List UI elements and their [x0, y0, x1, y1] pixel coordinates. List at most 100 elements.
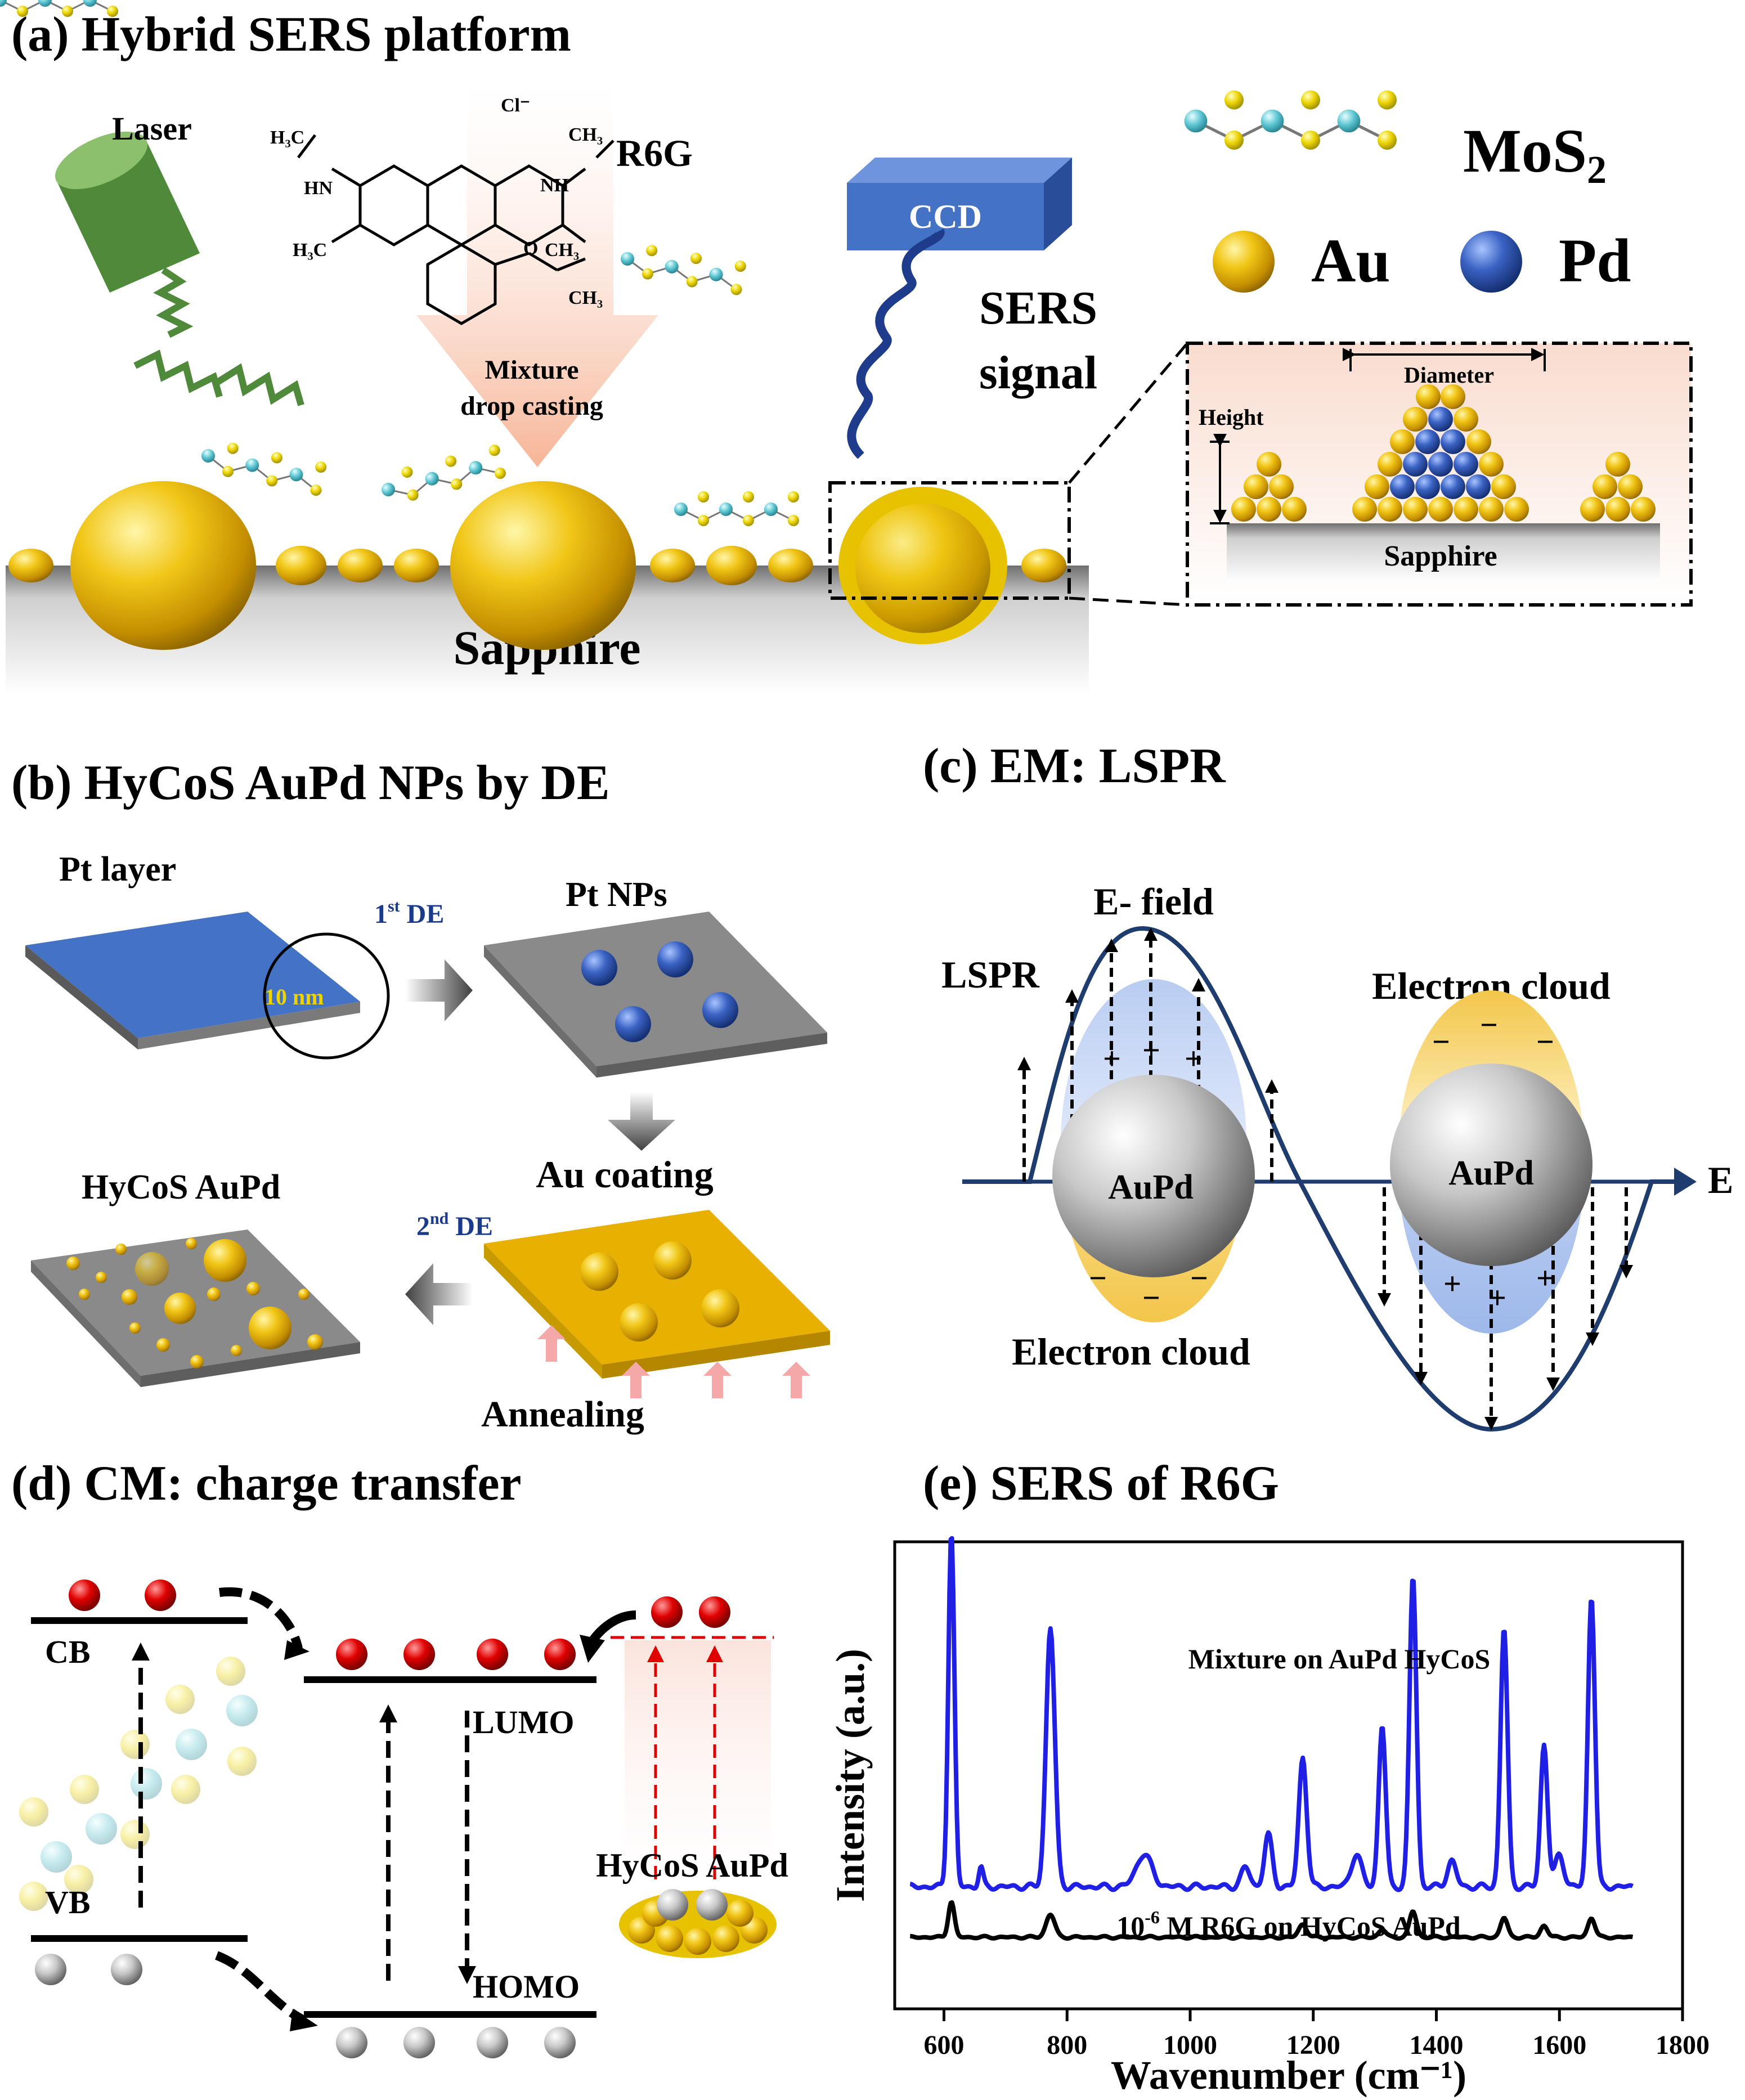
- series-group: [909, 1536, 1634, 1941]
- aupd-particle: [1052, 1075, 1255, 1277]
- svg-text:−: −: [1432, 1025, 1450, 1060]
- x-tick-label: 1600: [1532, 2030, 1586, 2060]
- series-line-1: [909, 1900, 1634, 1941]
- panel-e-title: (e) SERS of R6G: [923, 1456, 1279, 1511]
- sers-signal-wave-icon: [847, 228, 945, 459]
- panel-c: (c) EM: LSPR E- field LSPR Electron clou…: [923, 739, 1733, 1432]
- hole-icon: [544, 2027, 576, 2058]
- cb-label: CB: [45, 1634, 91, 1670]
- e-axis-arrowhead: [1674, 1168, 1697, 1196]
- mos2-chain-icon: [673, 490, 800, 527]
- electron-icon: [336, 1639, 367, 1670]
- second-de-label: 2nd DE: [416, 1209, 493, 1241]
- legend-mos2-label: MoS2: [1463, 116, 1607, 192]
- arrow-left-icon: [405, 1263, 473, 1325]
- transfer-arrowhead: [580, 1635, 605, 1663]
- mixture-label-line2: drop casting: [460, 391, 603, 421]
- r6g-molecule-icon: [297, 134, 614, 325]
- svg-text:+: +: [1185, 1042, 1203, 1076]
- panel-b-title: (b) HyCoS AuPd NPs by DE: [11, 756, 610, 810]
- laser-wave-icon: [153, 267, 194, 338]
- panel-c-title: (c) EM: LSPR: [923, 739, 1226, 793]
- vb-label: VB: [45, 1884, 91, 1920]
- arrow-down-icon: [608, 1092, 675, 1151]
- charge-signs: +++ −−− −−− +++: [1089, 1008, 1554, 1316]
- annealing-label: Annealing: [481, 1394, 644, 1435]
- svg-text:−: −: [1190, 1261, 1208, 1296]
- efield-label: E- field: [1093, 880, 1214, 923]
- laser-wave-icon-3: [214, 363, 304, 406]
- zoom-line: [1068, 342, 1188, 484]
- hole-icon: [336, 2027, 367, 2058]
- x-tick-label: 1000: [1163, 2030, 1217, 2060]
- r6g-atom-label: Cl⁻: [501, 95, 530, 116]
- legend-au-icon: [1213, 231, 1275, 293]
- transfer-arrow: [215, 1951, 306, 2025]
- mos2-legend-icon: [1185, 91, 1397, 150]
- laser-label: Laser: [112, 110, 192, 147]
- legend-au-label: Au: [1311, 226, 1390, 295]
- electron-icon: [651, 1596, 683, 1628]
- pt-layer-label: Pt layer: [59, 850, 176, 889]
- r6g-atom-label: H₃C: [270, 127, 304, 148]
- panel-b: (b) HyCoS AuPd NPs by DE Pt layer 10 nm …: [11, 756, 830, 1435]
- svg-text:+: +: [1142, 1033, 1160, 1068]
- mos2-chain-icon: [0, 0, 118, 17]
- svg-text:+: +: [1443, 1267, 1461, 1302]
- legend-pd-icon: [1460, 231, 1522, 293]
- svg-text:−: −: [1536, 1025, 1554, 1060]
- hycos-label: HyCoS AuPd: [82, 1168, 280, 1206]
- hole-icon: [111, 1954, 142, 1985]
- transfer-arrow: [219, 1587, 303, 1650]
- panel-d: (d) CM: charge transfer CB VB LUMO HOMO: [11, 1456, 788, 2058]
- laser-icon: [55, 131, 200, 293]
- electron-icon: [403, 1639, 435, 1670]
- lumo-label: LUMO: [473, 1704, 574, 1740]
- electron-icon: [544, 1639, 576, 1670]
- inset-height-label: Height: [1199, 405, 1264, 430]
- x-tick-label: 1400: [1410, 2030, 1464, 2060]
- r6g-atom-label: NH: [540, 175, 569, 196]
- x-tick-label: 1800: [1656, 2030, 1710, 2060]
- transfer-arrow: [587, 1610, 636, 1646]
- hycos-cluster-icon: [619, 1889, 777, 1958]
- ccd-detector-icon: [847, 158, 1072, 250]
- annealing-heat-arrows: [537, 1325, 810, 1398]
- hole-icon: [35, 1954, 66, 1985]
- gold-nanoparticles: [8, 481, 1066, 650]
- drop-casting-arrow: [416, 84, 658, 467]
- thickness-label: 10 nm: [264, 984, 324, 1009]
- mixture-label-line1: Mixture: [485, 355, 578, 385]
- inset-sapphire-label: Sapphire: [1384, 540, 1497, 572]
- series-label-r6g: 10-6 M R6G on HyCoS AuPd: [1116, 1907, 1461, 1942]
- r6g-atom-label: HN: [304, 178, 333, 199]
- aupd-label: AuPd: [1108, 1168, 1194, 1206]
- pt-nps-label: Pt NPs: [566, 876, 667, 914]
- svg-text:+: +: [1536, 1261, 1554, 1296]
- inset-diameter-label: Diameter: [1404, 362, 1494, 388]
- e-axis-label: E: [1708, 1159, 1733, 1201]
- series-line-0: [909, 1536, 1634, 1892]
- panel-a: (a) Hybrid SERS platform Sapphire Mixtur…: [0, 0, 1693, 695]
- x-tick-label: 1200: [1286, 2030, 1340, 2060]
- au-coating-label: Au coating: [536, 1153, 713, 1196]
- r6g-atom-label: H₃C: [293, 240, 327, 261]
- zoom-box: [828, 481, 1071, 600]
- electron-icon: [699, 1596, 730, 1628]
- pt-nps-slab: [484, 912, 827, 1078]
- aupd-particle: [1390, 1064, 1593, 1266]
- electron-cloud-bottom-label: Electron cloud: [1012, 1330, 1250, 1373]
- transfer-arrowhead: [284, 1640, 309, 1660]
- r6g-label: R6G: [616, 132, 693, 174]
- r6g-atom-label: O: [523, 238, 538, 259]
- x-tick-label: 800: [1047, 2030, 1087, 2060]
- svg-text:−: −: [1089, 1261, 1107, 1296]
- hole-icon: [403, 2027, 435, 2058]
- mos2-chain-icon: [197, 436, 329, 498]
- r6g-atom-label: CH₃: [568, 124, 603, 145]
- sers-label-line1: SERS: [979, 282, 1097, 334]
- first-de-label: 1st DE: [374, 897, 444, 929]
